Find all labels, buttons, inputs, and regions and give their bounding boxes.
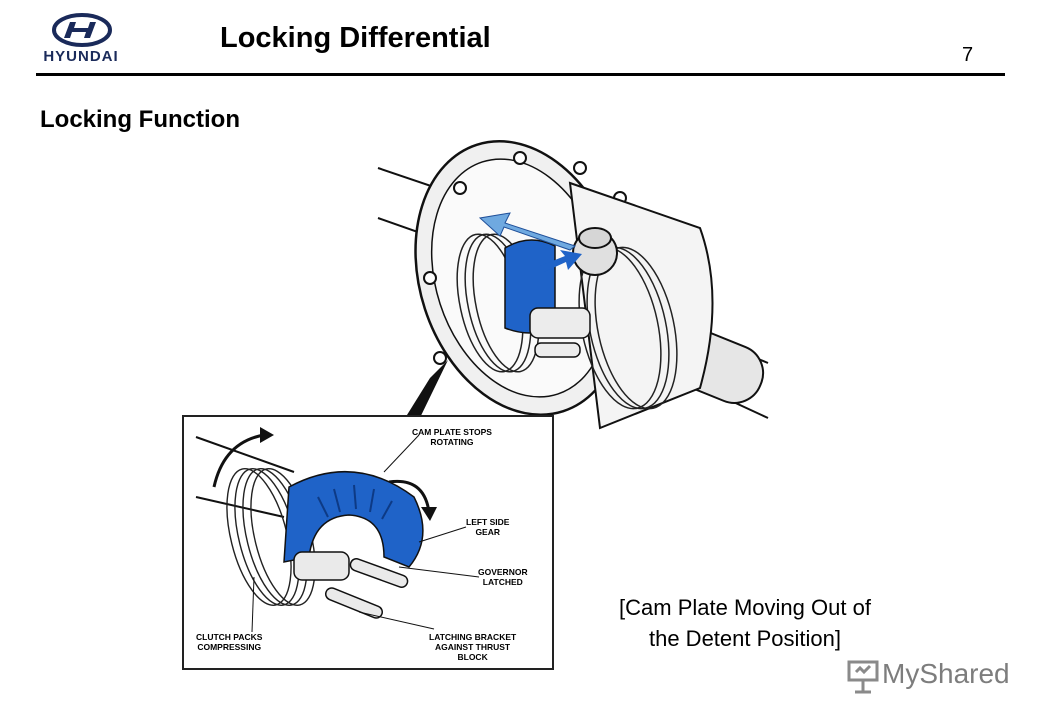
hyundai-logo: HYUNDAI xyxy=(36,12,126,68)
callout-clutch-packs: CLUTCH PACKS COMPRESSING xyxy=(196,632,263,652)
differential-illustration xyxy=(370,128,770,438)
callout-left-side-gear: LEFT SIDE GEAR xyxy=(466,517,510,537)
inset-detail-illustration: CAM PLATE STOPS ROTATING LEFT SIDE GEAR … xyxy=(182,415,554,670)
callout-latching-bracket: LATCHING BRACKET AGAINST THRUST BLOCK xyxy=(429,632,517,662)
page-number: 7 xyxy=(962,44,974,66)
brand-wordmark: HYUNDAI xyxy=(43,48,119,65)
figure-caption: [Cam Plate Moving Out of the Detent Posi… xyxy=(619,595,871,651)
section-subtitle: Locking Function xyxy=(40,106,240,133)
page-title: Locking Differential xyxy=(220,22,491,54)
callout-governor: GOVERNOR LATCHED xyxy=(478,567,528,587)
callout-cam-plate: CAM PLATE STOPS ROTATING xyxy=(412,427,492,447)
myshared-watermark: MyShared xyxy=(846,654,1016,698)
watermark-text: MyShared xyxy=(882,658,1010,689)
header-divider xyxy=(36,73,1005,76)
presentation-board-icon xyxy=(847,660,879,694)
